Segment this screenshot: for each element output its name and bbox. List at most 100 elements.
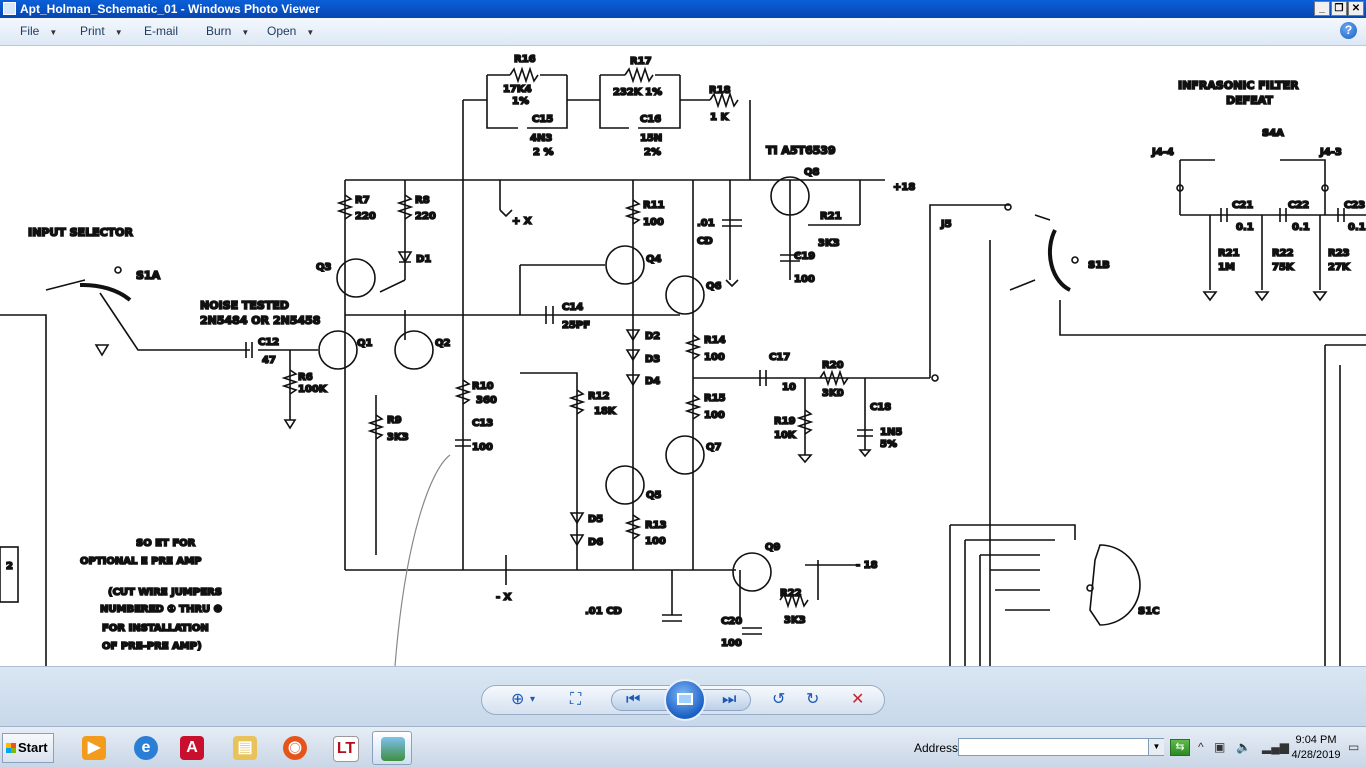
label-q7: Q7 (706, 442, 722, 453)
tray-volume-icon[interactable]: 🔈 (1236, 740, 1251, 754)
restore-button[interactable]: ❐ (1331, 1, 1347, 16)
taskbar-media-player[interactable]: ▶ (74, 731, 114, 765)
chevron-down-icon: ▼ (49, 28, 58, 37)
label-d4: D4 (645, 376, 660, 387)
start-button[interactable]: Start (2, 733, 54, 763)
label-c15-tol: 2 % (533, 147, 553, 158)
close-button[interactable]: ✕ (1348, 1, 1364, 16)
label-plus18: +18 (893, 182, 915, 193)
rotate-counterclockwise-icon[interactable]: ↺ (772, 691, 786, 708)
label-c19: C19 (794, 251, 815, 262)
zoom-chevron-down-icon[interactable]: ▾ (530, 694, 536, 705)
label-box-left: 2 (6, 561, 13, 572)
label-cap01-bottom: .01 CD (585, 606, 622, 617)
taskbar-file-explorer[interactable]: ▤ (225, 731, 265, 765)
label-c13: C13 (472, 418, 493, 429)
menu-open[interactable]: Open▼ (267, 24, 314, 38)
slideshow-icon (677, 693, 693, 705)
tray-expand-icon[interactable]: ^ (1198, 740, 1204, 754)
taskbar-internet-explorer[interactable]: e (126, 731, 166, 765)
label-q1: Q1 (357, 338, 373, 349)
menu-print-label: Print (80, 24, 105, 38)
label-c17-val: 10 (782, 382, 796, 393)
actual-size-icon[interactable]: ⛶ (570, 691, 582, 708)
label-q5: Q5 (646, 490, 662, 501)
label-c13-val: 100 (472, 442, 493, 453)
label-r19: R19 (774, 416, 796, 427)
label-r21b: R21 (1218, 248, 1240, 259)
label-r15-val: 100 (704, 410, 725, 421)
label-c22-val: 0.1 (1292, 222, 1310, 233)
window-title: Apt_Holman_Schematic_01 - Windows Photo … (20, 2, 320, 16)
label-q9: Q9 (765, 542, 781, 553)
label-c23-val: 0.1 (1348, 222, 1366, 233)
label-infrasonic-2: DEFEAT (1226, 94, 1273, 107)
slideshow-button[interactable] (664, 679, 706, 721)
menu-burn[interactable]: Burn▼ (206, 24, 249, 38)
windows-logo-icon (6, 743, 16, 753)
menu-print[interactable]: Print▼ (80, 24, 123, 38)
label-r12: R12 (588, 391, 610, 402)
address-input[interactable] (958, 738, 1164, 756)
address-dropdown-icon[interactable]: ▼ (1148, 739, 1164, 755)
show-desktop-icon[interactable]: ▭ (1348, 740, 1360, 754)
image-canvas[interactable]: INPUT SELECTOR S1A NOISE TESTED 2N5484 O… (0, 46, 1366, 666)
previous-icon[interactable]: ⏮ (626, 691, 641, 708)
label-note-1: (CUT WIRE JUMPERS (108, 587, 222, 598)
tray-usb-icon[interactable]: ▣ (1214, 740, 1226, 754)
delete-icon[interactable]: ✕ (851, 691, 865, 708)
label-c20: C20 (721, 616, 742, 627)
clock[interactable]: 9:04 PM 4/28/2019 (1286, 733, 1346, 763)
minimize-button[interactable]: _ (1314, 1, 1330, 16)
taskbar-acrobat[interactable]: A (172, 731, 212, 765)
label-socket-1: SO ET FOR (136, 538, 196, 549)
label-noise-tested-2: 2N5484 OR 2N5458 (200, 314, 320, 327)
menu-email[interactable]: E-mail (144, 24, 178, 38)
label-c14-val: 25PF (562, 320, 590, 331)
label-c18-val: 1N5 (880, 427, 902, 438)
label-r22: R22 (780, 588, 802, 599)
label-r23: R23 (1328, 248, 1350, 259)
label-c21-val: 0.1 (1236, 222, 1254, 233)
zoom-icon[interactable]: ⊕ (511, 691, 525, 708)
label-r22b: R22 (1272, 248, 1294, 259)
label-r16-val: 17K4 (503, 84, 532, 95)
label-r11: R11 (643, 200, 665, 211)
help-button[interactable]: ? (1340, 22, 1357, 39)
address-go-button[interactable]: ⇆ (1170, 739, 1190, 756)
viewer-toolbar: ⊕ ▾ ⛶ ⏮ ⏭ ↺ ↻ ✕ (0, 666, 1366, 726)
label-r20: R20 (822, 360, 844, 371)
label-q8: Q8 (804, 167, 820, 178)
menu-open-label: Open (267, 24, 297, 38)
label-d5: D5 (588, 514, 603, 525)
label-q6: Q6 (706, 281, 722, 292)
menu-file[interactable]: File▼ (20, 24, 57, 38)
label-d3: D3 (645, 354, 660, 365)
schematic-image: INPUT SELECTOR S1A NOISE TESTED 2N5484 O… (0, 53, 1366, 666)
label-r12-val: 18K (594, 406, 617, 417)
media-player-icon: ▶ (82, 736, 106, 760)
label-r21-val: 3K3 (818, 238, 840, 249)
label-r8-val: 220 (415, 211, 436, 222)
label-c12-val: 47 (262, 355, 276, 366)
label-noise-tested-1: NOISE TESTED (200, 299, 289, 312)
label-c20-val: 100 (721, 638, 742, 649)
label-c19-val: 100 (794, 274, 815, 285)
label-r6: R6 (298, 372, 313, 383)
label-r21: R21 (820, 211, 842, 222)
taskbar-firefox[interactable]: ◉ (275, 731, 315, 765)
label-d6: D6 (588, 537, 603, 548)
tray-network-icon[interactable]: ▂▄▆ (1262, 740, 1289, 754)
label-c18-tol: 5% (880, 439, 897, 450)
label-c16-val: 15N (640, 133, 662, 144)
label-r23-val: 27K (1328, 262, 1351, 273)
internet-explorer-icon: e (134, 736, 158, 760)
folder-icon: ▤ (233, 736, 257, 760)
next-icon[interactable]: ⏭ (722, 691, 737, 708)
rotate-clockwise-icon[interactable]: ↻ (806, 691, 820, 708)
label-d2: D2 (645, 331, 660, 342)
taskbar-photo-viewer[interactable] (372, 731, 412, 765)
label-r20-val: 3K0 (822, 388, 844, 399)
label-r7-val: 220 (355, 211, 376, 222)
taskbar-ltspice[interactable]: LT (325, 731, 365, 765)
